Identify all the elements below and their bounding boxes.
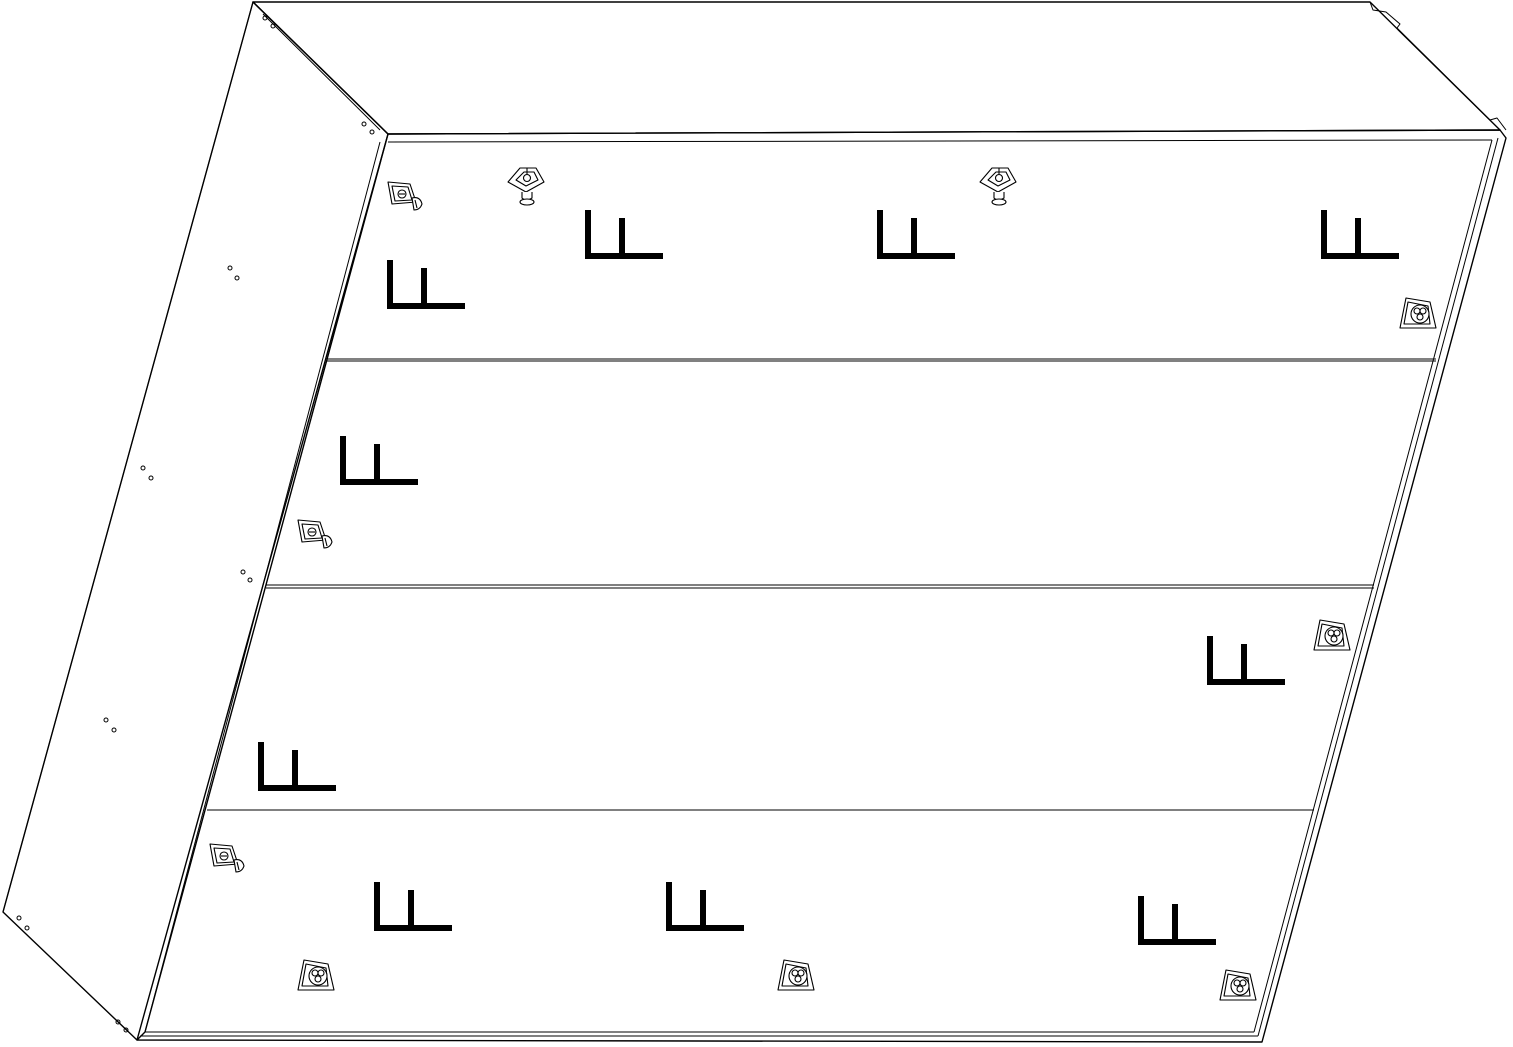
dowel-hole-icon [16,915,22,921]
arrow-mark-icon [666,882,744,931]
dowel-hole-icon [361,121,367,127]
cabinet-front-frame [136,129,1507,1043]
corner-bracket-icon [1399,297,1437,329]
cam-lock-icon [297,519,333,549]
arrow-mark-icon [258,742,336,791]
cabinet-top-panel [252,1,1507,135]
arrow-mark-icon [1138,896,1216,945]
dowel-hole-icon [369,129,375,135]
arrow-mark-icon [340,436,418,485]
cam-lock-icon [979,167,1017,206]
arrow-mark-icon [1207,636,1285,685]
hardware-fittings [209,167,1437,1001]
corner-bracket-icon [777,959,815,991]
corner-bracket-icon [297,959,335,991]
dowel-hole-icon [140,465,146,471]
dowel-hole-icon [115,1019,121,1025]
dowel-hole-icon [123,1027,129,1033]
arrow-mark-icon [877,210,955,259]
cam-lock-icon [387,181,423,211]
arrow-mark-icon [585,210,663,259]
dowel-hole-icon [111,727,117,733]
label-marks [258,210,1399,945]
dowel-holes [16,15,375,1033]
cabinet-left-side-panel [2,1,389,1041]
corner-bracket-icon [1219,969,1257,1001]
cam-lock-icon [507,167,545,206]
dowel-hole-icon [148,475,154,481]
dowel-hole-icon [103,717,109,723]
dowel-hole-icon [234,275,240,281]
arrow-mark-icon [374,882,452,931]
dowel-hole-icon [262,15,268,21]
dowel-hole-icon [240,569,246,575]
corner-bracket-icon [1313,619,1351,651]
dowel-hole-icon [24,925,30,931]
cam-lock-icon [209,843,245,873]
arrow-mark-icon [387,260,465,309]
arrow-mark-icon [1321,210,1399,259]
dowel-hole-icon [270,23,276,29]
dowel-hole-icon [227,265,233,271]
dowel-hole-icon [247,577,253,583]
panel-dividers [207,358,1436,811]
